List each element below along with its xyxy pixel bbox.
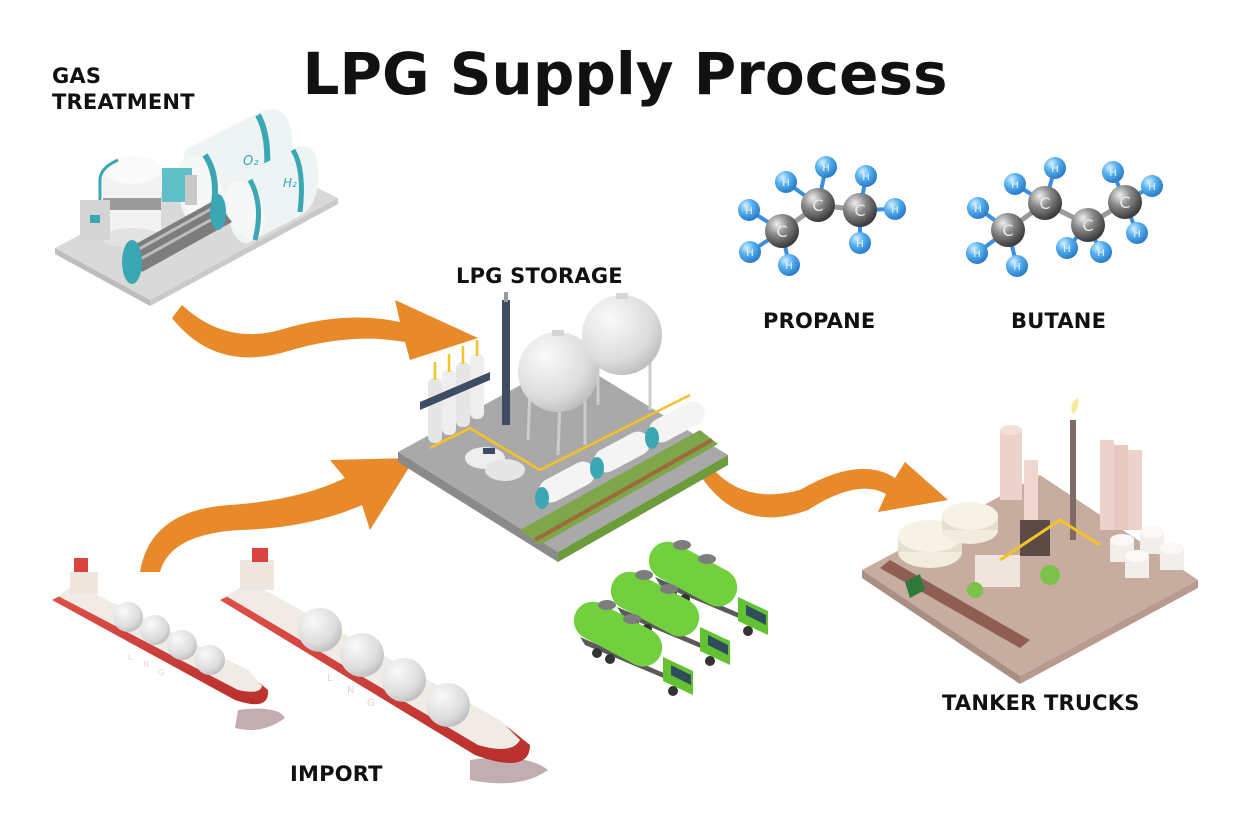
carbon-label: C: [812, 196, 823, 215]
hydrogen-label: H: [1109, 168, 1117, 179]
ship-marking-n: N: [143, 660, 149, 669]
arrow-gas-treatment-to-storage: [172, 300, 478, 360]
ship-marking-g: G: [367, 698, 375, 709]
hydrogen-label: H: [891, 205, 899, 216]
tank-body: [648, 541, 738, 607]
hydrogen-label: H: [862, 172, 870, 183]
carbon-atom: C: [1028, 186, 1062, 220]
hydrogen-label: H: [1013, 262, 1021, 273]
hydrogen-label: H: [822, 163, 830, 174]
hydrogen-atom: H: [778, 254, 800, 276]
hydrogen-atom: H: [1004, 173, 1026, 195]
arrow-storage-to-refinery: [700, 462, 948, 518]
hydrogen-atom: H: [1056, 237, 1078, 259]
hydrogen-label: H: [746, 248, 754, 259]
gas-treatment-label-line2: TREATMENT: [52, 90, 195, 114]
hydrogen-atom: H: [1141, 175, 1163, 197]
lng-ship-small: L N G: [52, 558, 285, 731]
propane-label: PROPANE: [763, 309, 876, 333]
h2-mark: H₂: [283, 176, 297, 190]
hydrogen-label: H: [1063, 244, 1071, 255]
refinery-illustration: [862, 398, 1198, 684]
lpg-storage-facility-illustration: [398, 292, 728, 562]
hydrogen-atom: H: [1044, 157, 1066, 179]
import-label: IMPORT: [290, 762, 383, 786]
tank-body: [610, 571, 700, 637]
tanker-truck: [648, 540, 768, 636]
hydrogen-label: H: [973, 249, 981, 260]
lng-ship-large: L N G: [220, 548, 548, 784]
vertical-tank: [98, 156, 161, 248]
carbon-atom: C: [991, 213, 1025, 247]
propane-molecule: H H H H H H H H C C C: [738, 156, 906, 276]
page-title: LPG Supply Process: [302, 40, 948, 108]
storage-sphere-2: [582, 293, 662, 410]
hydrogen-atom: H: [1006, 255, 1028, 277]
hydrogen-atom: H: [775, 171, 797, 193]
carbon-atom: C: [765, 214, 799, 248]
tank-body: [573, 601, 663, 667]
hydrogen-label: H: [1133, 229, 1141, 240]
distillation-columns: [420, 340, 490, 443]
gas-treatment-plant-illustration: O₂ H₂: [55, 109, 338, 306]
ship-marking-n: N: [347, 685, 354, 696]
carbon-atom: C: [1071, 208, 1105, 242]
flow-arrows: [140, 300, 948, 572]
hydrogen-label: H: [782, 178, 790, 189]
hydrogen-atom: H: [738, 199, 760, 221]
hydrogen-atom: H: [967, 197, 989, 219]
hydrogen-tank: H₂: [225, 146, 318, 244]
ship-marking-g: G: [158, 668, 164, 677]
hydrogen-label: H: [1097, 248, 1105, 259]
hydrogen-atom: H: [1126, 222, 1148, 244]
butane-label: BUTANE: [1011, 309, 1107, 333]
hydrogen-atom: H: [1090, 241, 1112, 263]
carbon-label: C: [1119, 193, 1130, 212]
ship-marking-l: L: [128, 653, 133, 662]
tanker-truck: [573, 600, 693, 696]
carbon-label: C: [1082, 216, 1093, 235]
flare-tower: [502, 300, 510, 425]
hydrogen-label: H: [974, 204, 982, 215]
hydrogen-label: H: [1148, 182, 1156, 193]
hydrogen-label: H: [745, 206, 753, 217]
tanker-trucks-label: TANKER TRUCKS: [942, 691, 1140, 715]
arrow-import-to-storage: [140, 458, 415, 572]
lpg-storage-label: LPG STORAGE: [456, 264, 623, 288]
gas-treatment-label: GAS TREATMENT: [52, 63, 195, 115]
hydrogen-label: H: [1051, 164, 1059, 175]
carbon-label: C: [1002, 221, 1013, 240]
hydrogen-label: H: [785, 261, 793, 272]
carbon-label: C: [854, 201, 865, 220]
carbon-atom: C: [843, 193, 877, 227]
hydrogen-atom: H: [855, 165, 877, 187]
carbon-label: C: [776, 222, 787, 241]
ship-marking-l: L: [327, 673, 333, 684]
storage-sphere-1: [518, 330, 598, 456]
heat-exchanger: [122, 194, 232, 284]
carbon-atom: C: [1108, 185, 1142, 219]
gas-treatment-label-line1: GAS: [52, 64, 102, 88]
hydrogen-atom: H: [884, 198, 906, 220]
tanker-trucks-group: [573, 540, 768, 696]
hydrogen-label: H: [1011, 180, 1019, 191]
tanker-truck: [610, 570, 730, 666]
carbon-atom: C: [801, 188, 835, 222]
hydrogen-label: H: [856, 239, 864, 250]
hydrogen-atom: H: [739, 241, 761, 263]
hydrogen-atom: H: [1102, 161, 1124, 183]
hydrogen-atom: H: [966, 242, 988, 264]
hydrogen-atom: H: [849, 232, 871, 254]
small-storage-tanks: [1110, 526, 1184, 578]
carbon-label: C: [1039, 194, 1050, 213]
o2-mark: O₂: [243, 154, 258, 169]
hydrogen-atom: H: [815, 156, 837, 178]
rail-tank-cars: [535, 401, 705, 509]
